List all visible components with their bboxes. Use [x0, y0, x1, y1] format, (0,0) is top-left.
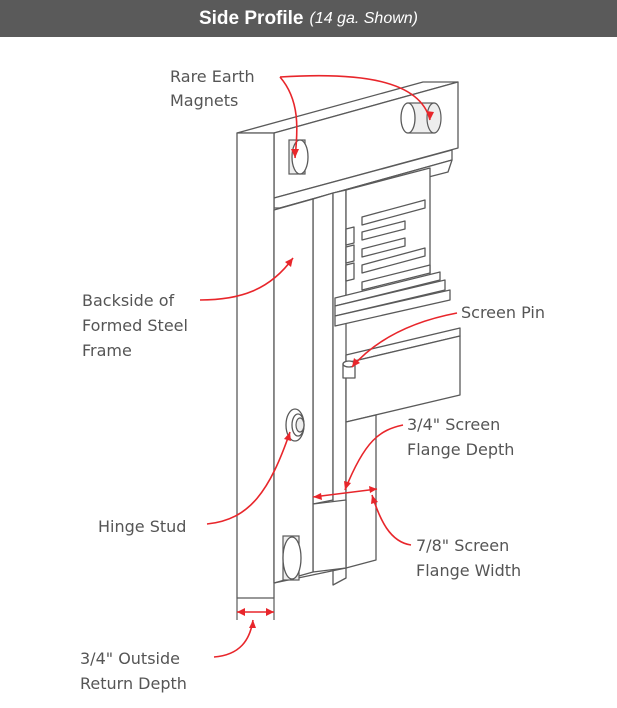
label-return-depth-line2: Return Depth [80, 674, 187, 693]
label-backside-line3: Frame [82, 341, 132, 360]
leader-lines [199, 74, 458, 658]
leader-flange-width [371, 494, 412, 546]
screen-flange-inner [332, 189, 347, 586]
leader-magnets-right [279, 74, 431, 121]
magnet-top-left [288, 139, 309, 175]
leader-flange-depth [344, 424, 404, 491]
screen-ledge-3 [334, 289, 451, 327]
page-title: Side Profile [198, 7, 304, 29]
frame-drawing [236, 81, 461, 620]
leader-return-depth [213, 619, 254, 658]
label-return-depth-line1: 3/4" Outside [80, 649, 180, 668]
screen-slots [345, 199, 431, 291]
label-flange-width-line2: Flange Width [416, 561, 521, 580]
label-magnets-line2: Magnets [170, 91, 238, 110]
label-backside-line2: Formed Steel [82, 316, 188, 335]
side-profile-diagram: Rare Earth Magnets Backside of Formed St… [80, 67, 545, 693]
magnet-top-right [400, 102, 442, 134]
label-hinge-stud: Hinge Stud [98, 517, 186, 536]
frame-face [236, 132, 275, 599]
flange-width-dimension [312, 486, 378, 500]
pin-block [345, 335, 461, 423]
title-bar: Side Profile (14 ga. Shown) [0, 0, 617, 37]
page-subtitle: (14 ga. Shown) [309, 9, 419, 27]
magnet-bottom [282, 535, 302, 581]
screen-flange [312, 192, 334, 505]
label-backside-line1: Backside of [82, 291, 175, 310]
frame-back-panel [273, 198, 314, 584]
label-screen-pin: Screen Pin [461, 303, 545, 322]
screen-ledge-2 [334, 279, 446, 317]
label-flange-depth-line2: Flange Depth [407, 440, 514, 459]
leader-hinge-stud [206, 431, 291, 525]
return-depth-dimension [236, 598, 275, 620]
label-flange-depth-line1: 3/4" Screen [407, 415, 500, 434]
label-magnets-line1: Rare Earth [170, 67, 255, 86]
callout-labels: Rare Earth Magnets Backside of Formed St… [80, 67, 545, 693]
label-flange-width-line1: 7/8" Screen [416, 536, 509, 555]
leader-screen-pin [351, 312, 458, 368]
flange-foot [312, 499, 347, 573]
screen-ledge-1 [334, 271, 441, 307]
leader-backside [199, 257, 294, 301]
